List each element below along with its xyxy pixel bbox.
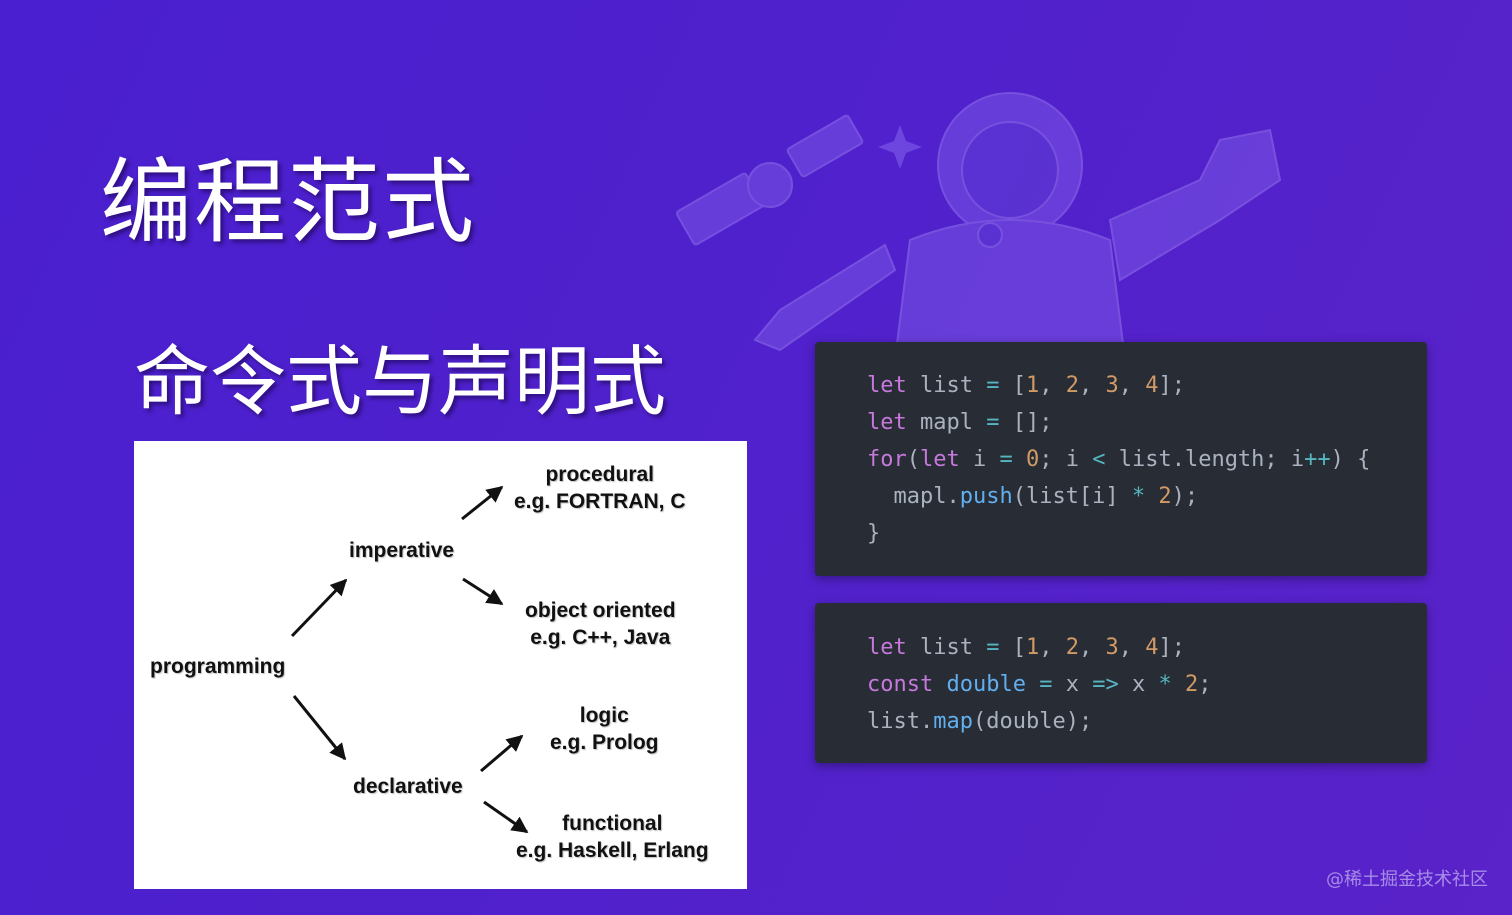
code-line: let mapl = [];: [867, 410, 1053, 435]
code-line: for(let i = 0; i < list.length; i++) {: [867, 447, 1371, 472]
declarative-code-block: let list = [1, 2, 3, 4]; const double = …: [815, 603, 1427, 763]
code-line: }: [867, 521, 881, 546]
code-line: let list = [1, 2, 3, 4];: [867, 635, 1185, 660]
code-line: list.map(double);: [867, 709, 1093, 734]
arrow-imperative-object-oriented: [462, 577, 504, 606]
diagram-arrows: [290, 485, 529, 834]
node-procedural: procedural e.g. FORTRAN, C: [514, 461, 686, 515]
node-functional-example: e.g. Haskell, Erlang: [516, 839, 709, 862]
node-logic: logic e.g. Prolog: [550, 702, 659, 756]
node-logic-name: logic: [579, 704, 629, 727]
node-programming: programming: [150, 655, 286, 678]
node-logic-example: e.g. Prolog: [550, 731, 659, 754]
imperative-code-block: let list = [1, 2, 3, 4]; let mapl = []; …: [815, 342, 1427, 576]
code-line: let list = [1, 2, 3, 4];: [867, 373, 1185, 398]
node-object-oriented: object oriented e.g. C++, Java: [525, 597, 676, 651]
node-declarative: declarative: [353, 775, 463, 798]
arrow-programming-declarative: [292, 695, 347, 761]
slide-title: 编程范式: [100, 149, 477, 256]
node-object-oriented-example: e.g. C++, Java: [530, 626, 671, 649]
node-procedural-example: e.g. FORTRAN, C: [514, 490, 686, 513]
code-line: const double = x => x * 2;: [867, 672, 1212, 697]
node-functional-name: functional: [562, 812, 663, 835]
arrow-declarative-functional: [483, 800, 529, 834]
node-imperative: imperative: [349, 539, 455, 562]
node-procedural-name: procedural: [545, 463, 655, 486]
arrow-imperative-procedural: [461, 485, 504, 521]
watermark: @稀土掘金技术社区: [1326, 869, 1488, 890]
code-line: mapl.push(list[i] * 2);: [867, 484, 1199, 509]
arrow-programming-imperative: [290, 578, 348, 638]
slide-subtitle: 命令式与声明式: [134, 337, 666, 426]
node-object-oriented-name: object oriented: [525, 599, 676, 622]
arrow-declarative-logic: [480, 734, 524, 773]
node-functional: functional e.g. Haskell, Erlang: [516, 810, 709, 864]
paradigm-diagram: programming imperative declarative proce…: [134, 441, 747, 889]
